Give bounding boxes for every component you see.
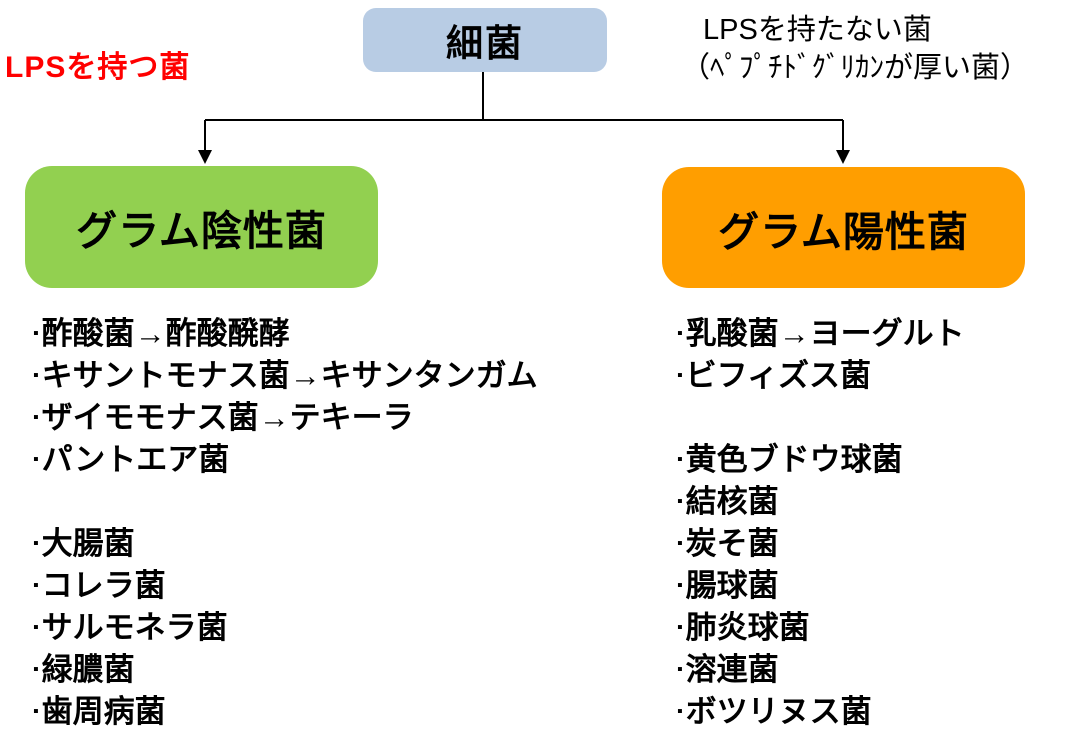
bullet-icon: ▪ [33,619,39,636]
bullet-icon: ▪ [677,367,683,384]
list-item-label: 溶連菌 [685,652,779,687]
list-item-label: パントエア菌 [41,442,230,477]
bullet-icon: ▪ [677,493,683,510]
bullet-icon: ▪ [677,451,683,468]
list-item-label: コレラ菌 [41,568,166,603]
bullet-icon: ▪ [677,325,683,342]
bullet-icon: ▪ [677,535,683,552]
list-item-label: 炭そ菌 [685,526,779,561]
node-gram-negative: グラム陰性菌 [25,166,378,288]
bullet-icon: ▪ [677,661,683,678]
gram-positive-list: ▪乳酸菌→ヨーグルト ▪ビフィズス菌 ▪黄色ブドウ球菌 ▪結核菌 ▪炭そ菌 ▪腸… [677,313,965,729]
bullet-icon: ▪ [33,703,39,720]
list-item: ▪緑膿菌 [33,649,538,691]
list-item-label: ビフィズス菌 [685,358,872,393]
lps-negative-label-line2: （ﾍﾟﾌﾟﾁﾄﾞｸﾞﾘｶﾝが厚い菌） [681,52,1030,84]
list-item: ▪大腸菌 [33,523,538,565]
list-item: ▪酢酸菌→酢酸醗酵 [33,313,538,355]
node-gram-positive: グラム陽性菌 [662,167,1025,288]
list-item: ▪結核菌 [677,481,965,523]
list-item-label: 結核菌 [685,484,779,519]
list-item: ▪パントエア菌 [33,439,538,481]
list-item-label: 黄色ブドウ球菌 [685,442,903,477]
bullet-icon: ▪ [33,325,39,342]
list-item: ▪ボツリヌス菌 [677,691,965,729]
lps-positive-label: LPSを持つ菌 [5,51,191,84]
bullet-icon: ▪ [33,451,39,468]
arrowhead-right-icon [836,150,850,164]
list-item: ▪キサントモナス菌→キサンタンガム [33,355,538,397]
lps-negative-label: LPSを持たない菌 （ﾍﾟﾌﾟﾁﾄﾞｸﾞﾘｶﾝが厚い菌） [681,11,1029,87]
list-item-label: キサントモナス菌→キサンタンガム [41,358,538,393]
list-item-label: 大腸菌 [41,526,135,561]
bullet-icon: ▪ [677,619,683,636]
bullet-icon: ▪ [33,661,39,678]
list-item: ▪炭そ菌 [677,523,965,565]
bullet-icon: ▪ [33,367,39,384]
list-item: ▪乳酸菌→ヨーグルト [677,313,965,355]
list-item-label: ザイモモナス菌→テキーラ [41,400,414,435]
arrowhead-left-icon [198,150,212,164]
bullet-icon: ▪ [677,577,683,594]
bullet-icon: ▪ [33,577,39,594]
list-item: ▪黄色ブドウ球菌 [677,439,965,481]
list-item-label: 緑膿菌 [41,652,135,687]
list-item: ▪コレラ菌 [33,565,538,607]
list-item-label: 酢酸菌→酢酸醗酵 [41,316,290,351]
list-item: ▪溶連菌 [677,649,965,691]
list-item-label: 歯周病菌 [41,694,166,729]
list-item-label: 肺炎球菌 [685,610,810,645]
list-item: ▪ザイモモナス菌→テキーラ [33,397,538,439]
gram-negative-list: ▪酢酸菌→酢酸醗酵 ▪キサントモナス菌→キサンタンガム ▪ザイモモナス菌→テキー… [33,313,538,729]
list-item-label: 乳酸菌→ヨーグルト [685,316,965,351]
list-item: ▪歯周病菌 [33,691,538,729]
lps-negative-label-line1: LPSを持たない菌 [703,14,932,46]
list-item-label: サルモネラ菌 [41,610,228,645]
list-item: ▪ビフィズス菌 [677,355,965,397]
list-item-label: ボツリヌス菌 [685,694,872,729]
bullet-icon: ▪ [33,535,39,552]
list-item: ▪肺炎球菌 [677,607,965,649]
list-item: ▪腸球菌 [677,565,965,607]
list-item: ▪サルモネラ菌 [33,607,538,649]
node-bacteria: 細菌 [363,8,607,72]
bullet-icon: ▪ [33,409,39,426]
list-item-label: 腸球菌 [685,568,779,603]
bullet-icon: ▪ [677,703,683,720]
